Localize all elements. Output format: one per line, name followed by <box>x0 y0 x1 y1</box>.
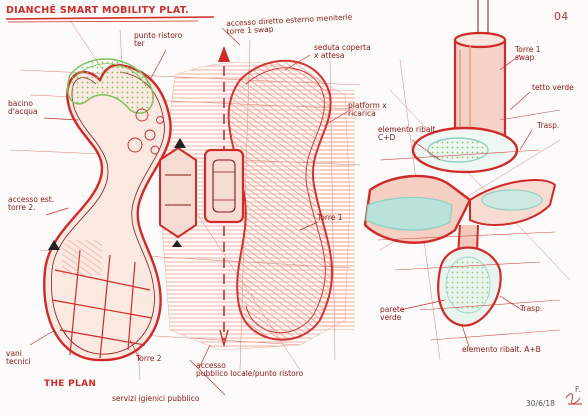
green-roof <box>67 58 154 114</box>
label-torre-2: Torre 2 <box>136 354 162 363</box>
label-seduta-coperta: seduta coperta x attesa <box>314 43 371 60</box>
label-trasp-lower: Trasp. <box>520 304 543 313</box>
label-accesso-est: accesso est. torre 2. <box>8 195 55 212</box>
sketch-date: 30/6/18 <box>526 399 555 408</box>
label-parete-verde: parete verde <box>380 305 405 322</box>
plan-outline <box>43 63 172 362</box>
canopy-teal-band <box>365 196 453 231</box>
water-basin <box>127 108 164 155</box>
label-torre-1-swap: Torre 1 swap <box>515 45 541 62</box>
label-bacino: bacino d'acqua <box>8 99 38 116</box>
signature-mark: F. <box>575 385 581 394</box>
arrow-head <box>218 46 230 62</box>
label-tetto-verde: tetto verde <box>532 83 574 92</box>
label-trasp-upper: Trasp. <box>537 121 560 130</box>
label-elemento-ribaltabile-ab: elemento ribalt. A+B <box>462 345 541 354</box>
label-accesso-pubblico: accesso pubblico locale/punto ristoro <box>196 361 304 378</box>
label-servizi-igienici: servizi igienici pubblico <box>112 394 200 403</box>
leader-lines <box>29 27 351 396</box>
plan-title: THE PLAN <box>44 379 97 389</box>
tower-2-plan <box>159 146 197 239</box>
shelter-blob <box>227 59 334 341</box>
label-elemento-ribaltabile-cd: elemento ribalt. C+D <box>378 125 438 142</box>
car-bay <box>203 148 245 224</box>
label-platform: platform x ricarica <box>348 101 387 118</box>
label-vani-tecnici: vani tecnici <box>6 349 31 366</box>
label-torre-1: Torre 1 <box>317 213 343 222</box>
plan-grid <box>51 249 153 359</box>
page-number: 04 <box>554 10 569 23</box>
sheet-title: DIANCHÉ SMART MOBILITY PLAT. <box>6 5 190 16</box>
label-punto-ristoro: punto ristoro ter <box>134 31 183 48</box>
tower-triangle <box>174 138 186 148</box>
